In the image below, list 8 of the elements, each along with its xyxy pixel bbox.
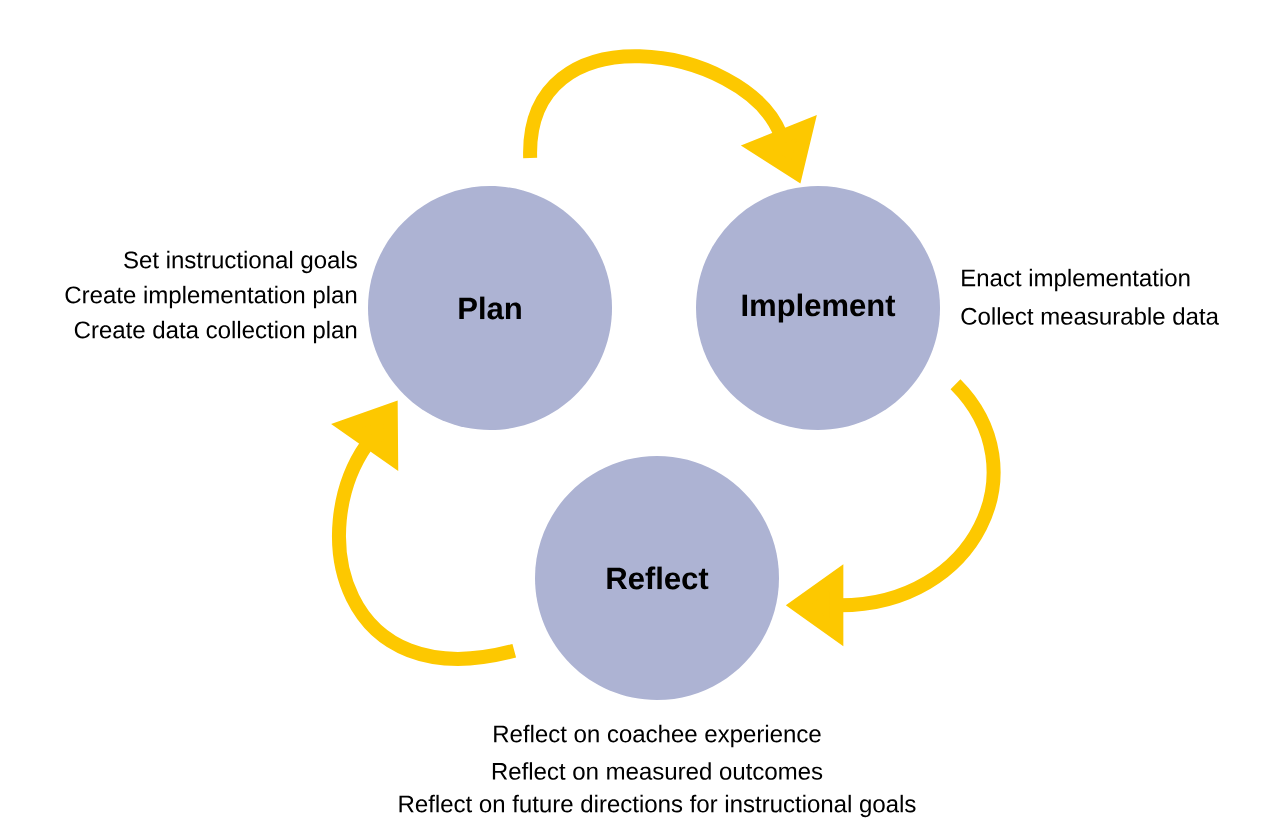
note-text: Reflect on measured outcomes	[492, 762, 823, 780]
note-text: Reflect on future directions for instructional goals	[399, 794, 916, 818]
note-text: Enact implementation	[962, 268, 1190, 292]
note-text: Reflect on coachee experience	[494, 724, 821, 748]
note-text: Create implementation plan	[65, 285, 357, 309]
note-text: Collect measurable data	[961, 307, 1219, 325]
note-text: Create data collection plan	[74, 320, 357, 344]
note-text: Set instructional goals	[124, 250, 357, 274]
